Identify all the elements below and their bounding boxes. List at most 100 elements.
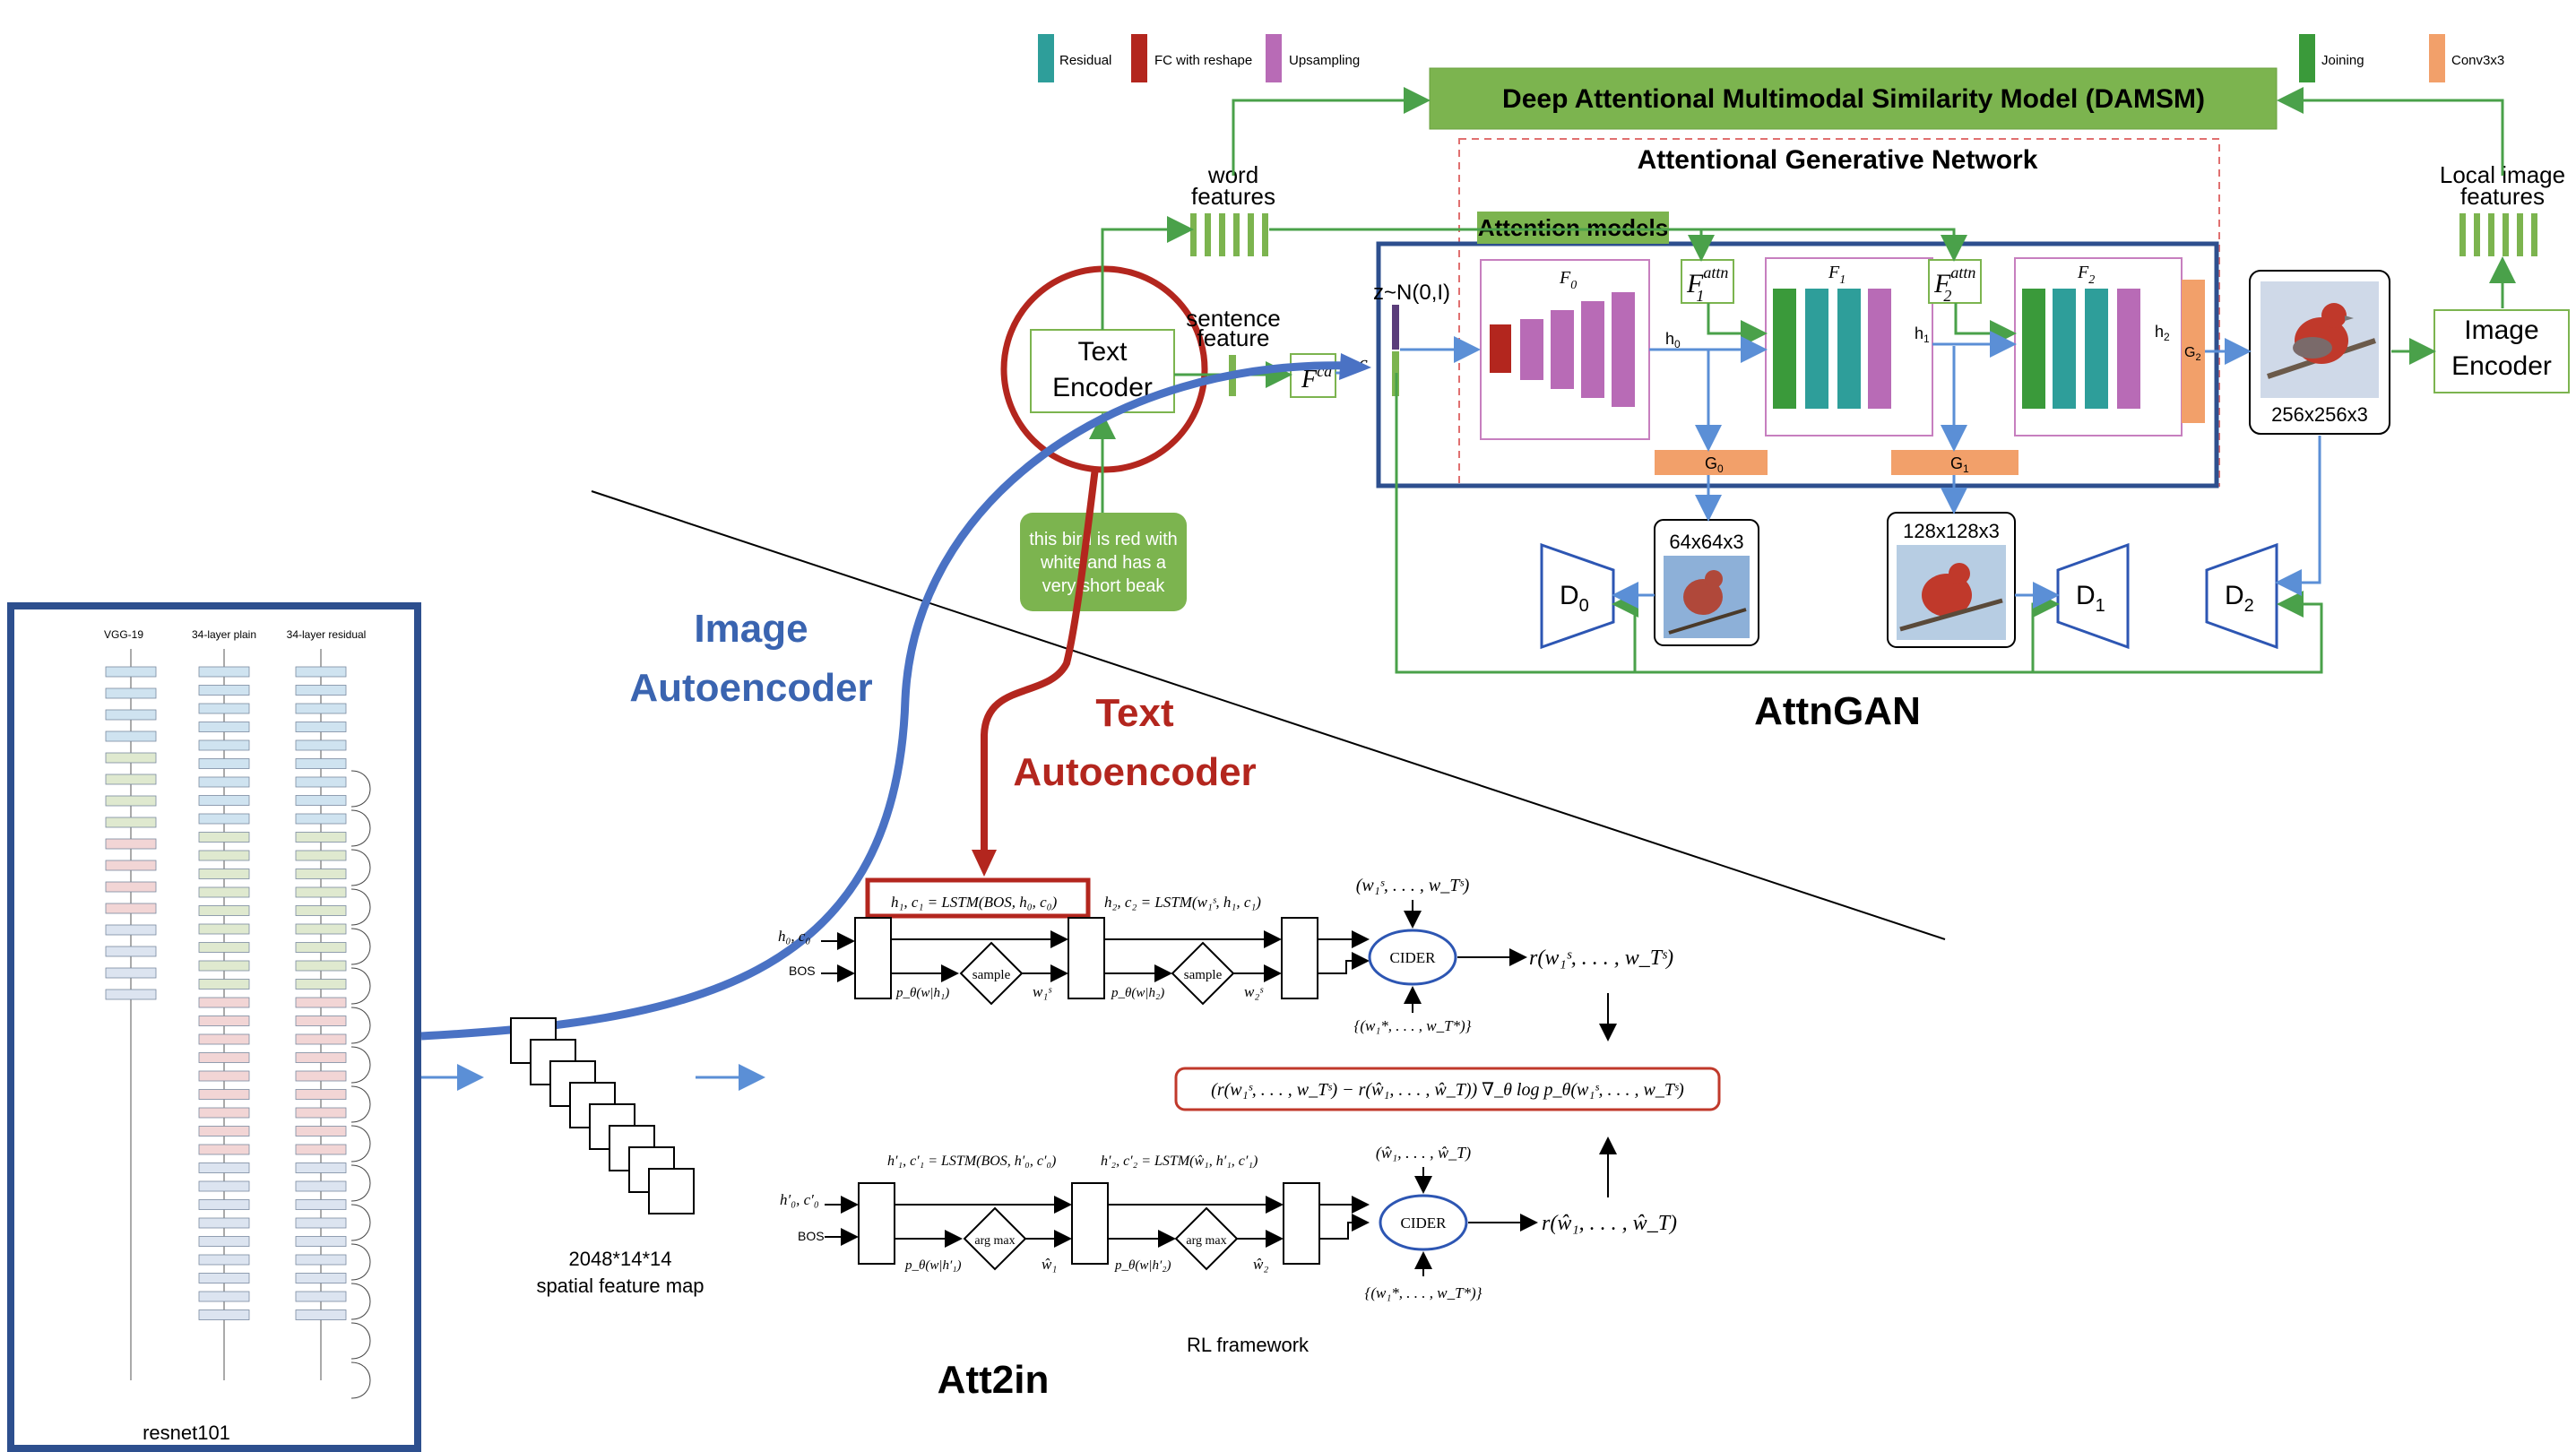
resnet-layer [295, 722, 347, 732]
legend-label-fc: FC with reshape [1154, 53, 1252, 68]
resnet-layer [295, 923, 347, 935]
output-image-256: 256x256x3 [2249, 270, 2390, 435]
sentence-feature-label-2: feature [1197, 324, 1270, 351]
resnet-layer [105, 903, 157, 914]
what-set-label: (ŵ₁, . . . , ŵ_T) [1376, 1144, 1471, 1162]
resnet-layer [198, 1033, 250, 1045]
caption-line-3: very short beak [1042, 576, 1166, 596]
legend-label-conv: Conv3x3 [2451, 53, 2504, 68]
resnet-layer [198, 1180, 250, 1192]
resnet-layer [295, 685, 347, 696]
feature-map-stack: 2048*14*14 spatial feature map [510, 1017, 705, 1297]
wstar-set-label-1: {(w₁*, . . . , w_T*)} [1354, 1017, 1472, 1034]
resnet-layer [105, 709, 157, 721]
reward-hat-label: r(ŵ₁, . . . , ŵ_T) [1542, 1212, 1677, 1235]
image-encoder-label-1: Image [2464, 315, 2538, 345]
resnet-layer [295, 1144, 347, 1155]
resnet-layer [198, 1016, 250, 1026]
h0c0-label: h₀, c₀ [778, 928, 810, 945]
blue-connectors [421, 331, 2321, 1091]
resnet-layer [198, 666, 250, 678]
resnet-layer [295, 850, 347, 861]
d1-discriminator: D1 [2056, 542, 2130, 650]
attention-models-label: Attention models [1478, 214, 1668, 241]
legend-swatch-residual [1038, 34, 1054, 82]
g2-box [2182, 280, 2205, 423]
noise-bar [1392, 305, 1399, 350]
output-image-128: 128x128x3 [1887, 512, 2016, 648]
resnet-layer [198, 997, 250, 1008]
lstm1-highlight [865, 877, 1091, 919]
resnet-layer-stack [105, 649, 371, 1399]
image-encoder-label-2: Encoder [2451, 351, 2552, 381]
attngan-label: AttnGAN [1754, 689, 1921, 733]
h1-label: h1 [1915, 324, 1930, 345]
resnet-skip-connection [350, 1046, 371, 1084]
resnet-layer [295, 905, 347, 916]
noise-label: z~N(0,I) [1373, 281, 1450, 305]
resnet-layer [198, 1070, 250, 1082]
lstm2-label: h₂, c₂ = LSTM(w₁ˢ, h₁, c₁) [1104, 894, 1261, 911]
legend-right: Joining Conv3x3 [2299, 34, 2504, 82]
resnet-layer [105, 967, 157, 979]
text-autoencoder-curve [981, 467, 1099, 859]
resnet-layer [105, 687, 157, 699]
lstm1b-label: h′₁, c′₁ = LSTM(BOS, h′₀, c′₀) [887, 1154, 1056, 1169]
resnet-layer [105, 924, 157, 936]
resnet-skip-connection [350, 1164, 371, 1202]
legend-label-upsampling: Upsampling [1289, 53, 1360, 68]
resnet-layer [198, 1107, 250, 1119]
res-64-label: 64x64x3 [1669, 531, 1743, 553]
resnet-layer [105, 881, 157, 893]
g1-box [1891, 450, 2018, 475]
caption-line-1: this bird is red with [1029, 530, 1178, 549]
w1hat-label: ŵ₁ [1042, 1256, 1057, 1273]
resnet-panel: VGG-19 34-layer plain 34-layer residual … [7, 602, 421, 1452]
divider-line [591, 490, 1946, 940]
d2-label: D2 [2225, 581, 2254, 616]
legend-label-residual: Residual [1059, 53, 1111, 68]
text-autoencoder-label-2: Autoencoder [1013, 750, 1256, 794]
text-encoder-label-2: Encoder [1052, 373, 1153, 402]
resnet-layer [198, 942, 250, 953]
resnet-layer [198, 739, 250, 751]
wstar-set-label-2: {(w₁*, . . . , w_T*)} [1365, 1284, 1482, 1301]
resnet-layer [295, 1107, 347, 1119]
res-256-label: 256x256x3 [2271, 403, 2368, 426]
d0-label: D0 [1560, 581, 1589, 616]
resnet-layer [295, 997, 347, 1008]
resnet-layer [295, 813, 347, 825]
resnet-layer [295, 942, 347, 953]
f1attn-box [1681, 259, 1734, 304]
word-features-label-2: features [1191, 183, 1275, 210]
resnet-layer [295, 1052, 347, 1063]
d0-discriminator: D0 [1540, 542, 1615, 650]
resnet-layer [295, 886, 347, 898]
resnet-layer [105, 666, 157, 678]
resnet-layer [198, 979, 250, 990]
resnet-layer [198, 905, 250, 916]
g0-label: G0 [1705, 454, 1724, 475]
h0c0b-label: h′₀, c′₀ [780, 1191, 819, 1208]
f0-label: F0 [1559, 268, 1577, 292]
resnet-skip-connection [350, 1125, 371, 1162]
generator-box [1376, 241, 2219, 488]
resnet-layer [198, 722, 250, 732]
resnet-layer [295, 1033, 347, 1045]
resnet-layer [295, 1217, 347, 1229]
d1-label: D1 [2076, 581, 2105, 616]
green-connectors [1089, 87, 2516, 674]
resnet-layer [295, 1126, 347, 1137]
resnet-layer [198, 1162, 250, 1173]
resnet-layer [198, 776, 250, 788]
lstm2b-label: h′₂, c′₂ = LSTM(ŵ₁, h′₁, c′₁) [1101, 1154, 1258, 1169]
p2-label: p_θ(w|h₂) [1111, 986, 1164, 1000]
resnet-skip-connection [350, 928, 371, 965]
damsm-box [1429, 67, 2278, 130]
resnet-layer [198, 1273, 250, 1283]
legend-swatch-fc [1131, 34, 1147, 82]
resnet-layer [198, 832, 250, 843]
cider-label-2: CIDER [1401, 1214, 1448, 1232]
